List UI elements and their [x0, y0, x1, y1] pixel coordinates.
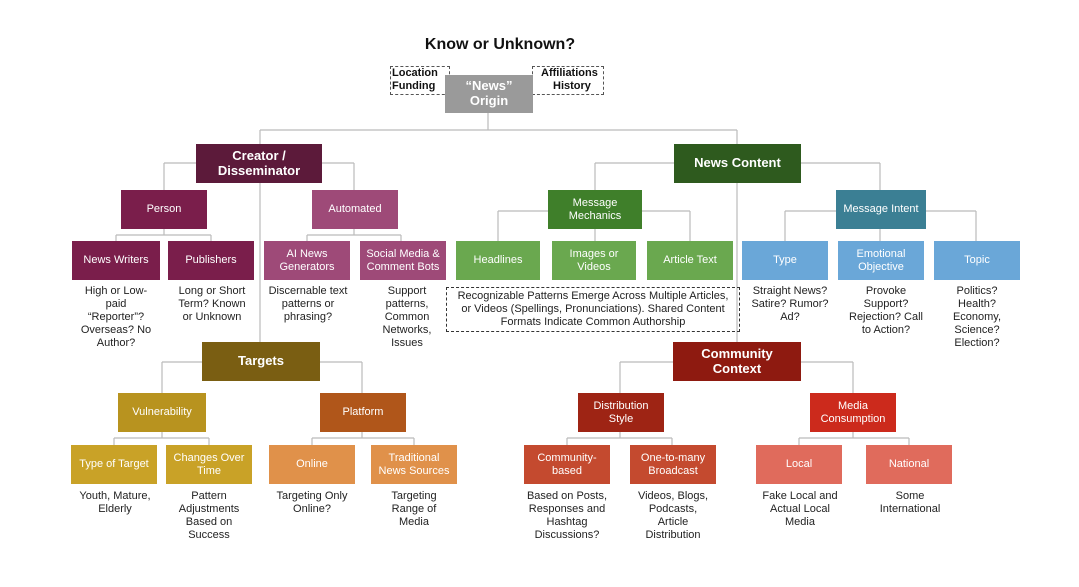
online-description: Targeting Only Online?: [276, 490, 348, 515]
news-writers-node: News Writers: [72, 241, 160, 280]
community-based-node: Community-based: [524, 445, 610, 484]
publishers-description: Long or Short Term? Known or Unknown: [178, 285, 246, 323]
news-content-node: News Content: [674, 144, 801, 183]
national-node: National: [866, 445, 952, 484]
one-to-many-description: Videos, Blogs, Podcasts, Article Distrib…: [637, 490, 709, 541]
topic-node: Topic: [934, 241, 1020, 280]
news-origin-node: “News” Origin: [445, 75, 533, 113]
social-bots-description: Support patterns, Common Networks, Issue…: [382, 285, 432, 349]
images-videos-node: Images or Videos: [552, 241, 636, 280]
ai-news-generators-node: AI News Generators: [264, 241, 350, 280]
news-writers-description: High or Low-paid “Reporter”? Overseas? N…: [80, 285, 152, 349]
emotional-objective-node: Emotional Objective: [838, 241, 924, 280]
type-node: Type: [742, 241, 828, 280]
community-context-node: Community Context: [673, 342, 801, 381]
local-description: Fake Local and Actual Local Media: [762, 490, 838, 528]
distribution-style-node: Distribution Style: [578, 393, 664, 432]
local-node: Local: [756, 445, 842, 484]
platform-node: Platform: [320, 393, 406, 432]
person-node: Person: [121, 190, 207, 229]
origin-right-labels: Affiliations History: [541, 67, 598, 93]
ai-news-description: Discernable text patterns or phrasing?: [268, 285, 348, 323]
targets-node: Targets: [202, 342, 320, 381]
community-based-description: Based on Posts, Responses and Hashtag Di…: [526, 490, 608, 541]
origin-history-label: History: [553, 80, 591, 93]
vulnerability-node: Vulnerability: [118, 393, 206, 432]
diagram-title: Know or Unknown?: [424, 36, 576, 53]
message-mechanics-node: Message Mechanics: [548, 190, 642, 229]
type-description: Straight News? Satire? Rumor? Ad?: [751, 285, 829, 323]
one-to-many-node: One-to-many Broadcast: [630, 445, 716, 484]
social-media-bots-node: Social Media & Comment Bots: [360, 241, 446, 280]
article-text-node: Article Text: [647, 241, 733, 280]
national-description: Some International: [879, 490, 941, 515]
creator-disseminator-node: Creator / Disseminator: [196, 144, 322, 183]
media-consumption-node: Media Consumption: [810, 393, 896, 432]
headlines-node: Headlines: [456, 241, 540, 280]
online-node: Online: [269, 445, 355, 484]
type-of-target-description: Youth, Mature, Elderly: [79, 490, 151, 515]
traditional-news-node: Traditional News Sources: [371, 445, 457, 484]
origin-affiliations-label: Affiliations: [541, 67, 598, 79]
message-intent-node: Message Intent: [836, 190, 926, 229]
origin-funding-label: Funding: [392, 80, 436, 93]
origin-left-labels: Location Funding: [392, 67, 438, 93]
publishers-node: Publishers: [168, 241, 254, 280]
traditional-description: Targeting Range of Media: [391, 490, 437, 528]
emotional-description: Provoke Support? Rejection? Call to Acti…: [849, 285, 923, 336]
topic-description: Politics? Health? Economy, Science? Elec…: [952, 285, 1002, 349]
mechanics-pattern-note: Recognizable Patterns Emerge Across Mult…: [446, 287, 740, 332]
type-of-target-node: Type of Target: [71, 445, 157, 484]
changes-over-time-node: Changes Over Time: [166, 445, 252, 484]
origin-location-label: Location: [392, 67, 438, 79]
changes-description: Pattern Adjustments Based on Success: [178, 490, 240, 541]
automated-node: Automated: [312, 190, 398, 229]
